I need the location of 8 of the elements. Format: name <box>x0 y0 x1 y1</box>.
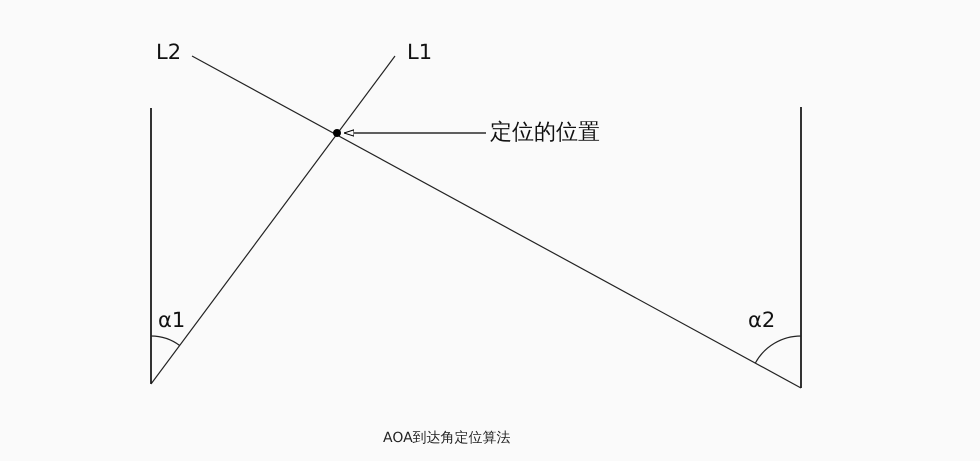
caption: AOA到达角定位算法 <box>383 429 511 447</box>
position-dot <box>333 129 341 137</box>
line-label: L2 <box>156 40 182 65</box>
line-label: L1 <box>407 40 432 65</box>
angle-label: α2 <box>748 308 776 333</box>
annotation-text: 定位的位置 <box>490 120 600 146</box>
leader-arrow <box>344 129 486 137</box>
angle-label: α1 <box>158 308 186 333</box>
